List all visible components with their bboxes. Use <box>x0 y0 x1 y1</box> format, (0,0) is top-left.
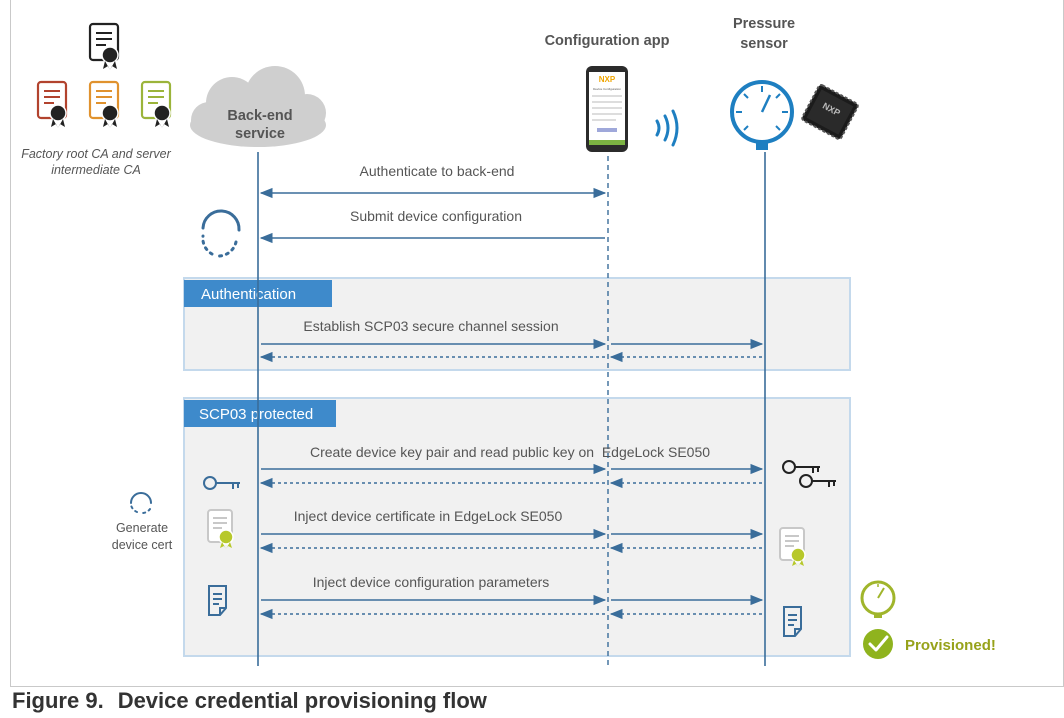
provisioning-sequence-diagram: Authentication SCP03 protected Factory r… <box>21 16 996 666</box>
app-label: Configuration app <box>545 33 670 49</box>
generate-spinner-icon <box>130 492 152 515</box>
intermediate-ca-certificate-icon <box>88 80 120 128</box>
key-pair-icon <box>782 460 836 488</box>
provisioned-status: Provisioned! <box>905 637 996 654</box>
processing-spinner-icon <box>201 209 241 258</box>
device-certificate-icon <box>207 509 234 549</box>
scp03-label: SCP03 protected <box>199 406 313 423</box>
cloud-icon <box>190 66 326 147</box>
secure-element-chip-icon: NXP <box>801 84 859 140</box>
msg-inject-cert: Inject device certificate in EdgeLock SE… <box>294 508 563 524</box>
server-ca-certificate-icon <box>36 80 68 128</box>
phone-logo: NXP <box>599 75 616 84</box>
ca-note-line2: intermediate CA <box>51 163 141 177</box>
backend-label-line2: service <box>235 126 285 142</box>
config-document-icon <box>208 585 227 616</box>
msg-establish-scp03: Establish SCP03 secure channel session <box>303 318 558 334</box>
figure-number: Figure 9. <box>12 688 104 713</box>
figure-caption: Figure 9. Device credential provisioning … <box>12 688 501 714</box>
sensor-label-line2: sensor <box>740 36 788 52</box>
msg-authenticate-backend: Authenticate to back-end <box>360 163 515 179</box>
scp03-panel <box>183 397 851 657</box>
root-ca-certificate-icon <box>88 22 120 70</box>
checkmark-icon <box>863 629 893 659</box>
msg-create-keypair: Create device key pair and read public k… <box>310 444 710 460</box>
authentication-label: Authentication <box>201 286 296 303</box>
generate-cert-line2: device cert <box>112 538 173 552</box>
msg-submit-config: Submit device configuration <box>350 208 522 224</box>
sensor-label-line1: Pressure <box>733 16 795 32</box>
generate-cert-line1: Generate <box>116 521 168 535</box>
msg-inject-params: Inject device configuration parameters <box>313 574 550 590</box>
figure-title: Device credential provisioning flow <box>117 688 487 713</box>
wireless-signal-icon <box>655 109 679 147</box>
ca-note-line1: Factory root CA and server <box>21 147 171 161</box>
pressure-gauge-icon <box>730 80 794 150</box>
scp03-header <box>184 400 336 427</box>
sensor-config-document-icon <box>783 606 802 637</box>
provisioned-gauge-icon <box>860 580 896 618</box>
phone-screen-title: Device Configuration <box>593 87 621 91</box>
device-ca-certificate-icon <box>140 80 172 128</box>
smartphone-icon: NXP Device Configuration <box>586 66 628 152</box>
backend-label-line1: Back-end <box>227 108 292 124</box>
sensor-certificate-icon <box>779 527 806 567</box>
key-icon <box>203 476 240 490</box>
